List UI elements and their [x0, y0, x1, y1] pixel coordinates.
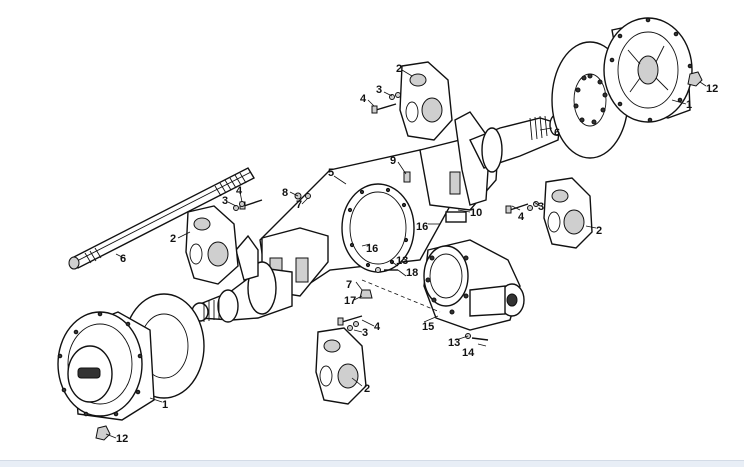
callout-7-top: 7 [296, 199, 302, 211]
leader-lines [105, 69, 707, 439]
callout-6-right: 6 [554, 127, 560, 139]
callout-17: 17 [344, 295, 356, 307]
hub-drum-right [551, 17, 703, 159]
callout-14: 14 [462, 347, 475, 359]
callout-2-left: 2 [170, 233, 176, 245]
fasteners [233, 92, 539, 341]
callout-5: 5 [328, 167, 334, 179]
hub-drum-left [57, 293, 205, 441]
callout-6-left: 6 [120, 253, 126, 265]
callout-16-lower: 16 [416, 221, 428, 233]
callout-4-mid-left: 4 [236, 185, 243, 197]
callout-4-bottom: 4 [374, 321, 381, 333]
callout-3-right: 3 [538, 201, 544, 213]
brake-caliper-bottom [315, 327, 367, 405]
callout-9: 9 [390, 155, 396, 167]
callout-3-bottom: 3 [362, 327, 368, 339]
spindle-left [191, 234, 293, 323]
callout-8: 8 [282, 187, 288, 199]
brake-caliper-left [185, 205, 239, 285]
callout-1-right: 1 [686, 99, 692, 111]
callout-12-left: 12 [116, 433, 128, 445]
callout-1-left: 1 [162, 399, 168, 411]
callout-16-upper: 16 [366, 243, 378, 255]
callout-7-lower: 7 [346, 279, 352, 291]
callout-3-top: 3 [376, 84, 382, 96]
callout-13-upper: 13 [396, 255, 408, 267]
spindle-right [469, 114, 563, 173]
callout-13-lower: 13 [448, 337, 460, 349]
differential-carrier [423, 239, 525, 331]
callout-2-bottom: 2 [364, 383, 370, 395]
callout-4-right: 4 [518, 211, 525, 223]
window-bottom-edge [0, 460, 744, 467]
callout-2-right: 2 [596, 225, 602, 237]
callout-10: 10 [470, 207, 482, 219]
callout-3-mid-left: 3 [222, 195, 228, 207]
callout-12-right: 12 [706, 83, 718, 95]
callout-2-top: 2 [396, 63, 402, 75]
callout-15: 15 [422, 321, 434, 333]
callout-18: 18 [406, 267, 418, 279]
callout-labels: 1 12 2 3 4 6 9 5 8 7 4 3 2 16 10 4 3 2 6… [116, 63, 718, 445]
assembly-guide-line [361, 279, 441, 313]
callout-4-top: 4 [360, 93, 367, 105]
brake-caliper-top [399, 61, 453, 141]
axle-shaft-left [68, 167, 255, 270]
brake-caliper-right [543, 177, 593, 249]
